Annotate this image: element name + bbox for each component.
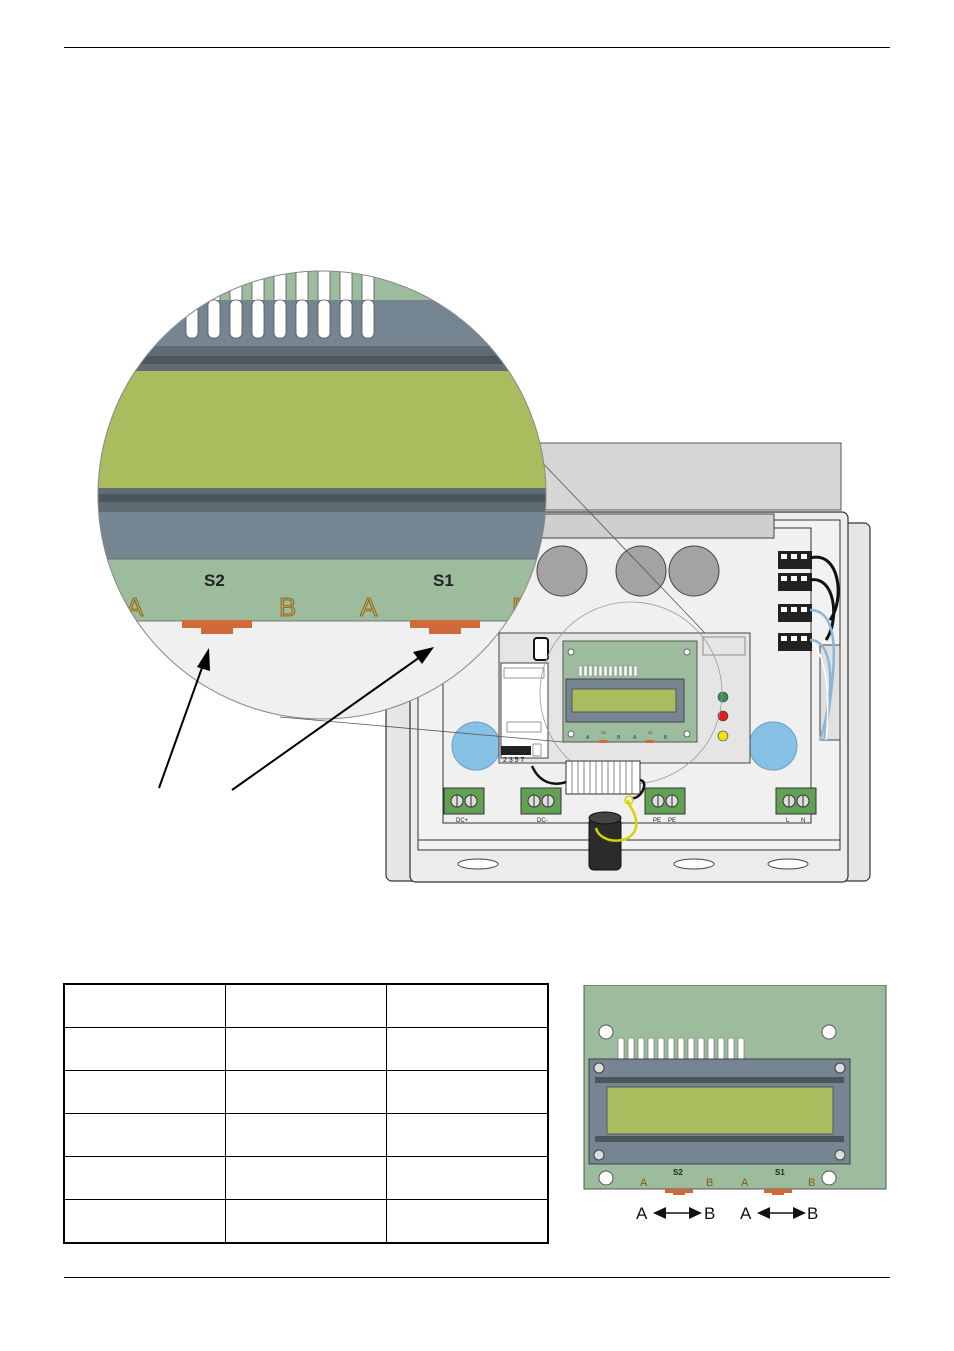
arrow-label-b1: B — [704, 1204, 715, 1223]
mini-s1: S1 — [648, 730, 654, 735]
knockout-left — [451, 721, 501, 771]
detail-s2: S2 — [673, 1168, 683, 1177]
terminal-l-n — [775, 787, 817, 815]
detail-switch-s1 — [764, 1189, 792, 1193]
ferrite-core — [588, 817, 622, 871]
zoom-pos-b1: B — [279, 592, 296, 622]
mini-switch-s1 — [646, 740, 654, 743]
zoom-switch-s1 — [410, 620, 480, 628]
double-arrow-s2 — [653, 1207, 702, 1219]
lcd-board-detail: S2 S1 A B A B A B A B — [583, 985, 887, 1223]
label-pe-1: PE — [653, 818, 661, 824]
arrow-label-a1: A — [636, 1204, 648, 1223]
mini-switch-s2 — [599, 740, 607, 743]
led-red — [717, 710, 729, 722]
mini-b2: B — [664, 735, 668, 741]
dip-switch-label: 2 3 5 7 — [503, 757, 525, 764]
lcd-pins — [578, 665, 638, 677]
led-yellow — [717, 730, 729, 742]
label-pe-2: PE — [668, 818, 676, 824]
pointer-arrow-s1 — [231, 647, 434, 791]
zoom-label-s2: S2 — [204, 571, 225, 590]
zoom-pos-a2: A — [360, 592, 378, 622]
label-dc-plus: DC+ — [456, 818, 469, 824]
knockout-right — [748, 721, 798, 771]
arrow-label-a2: A — [740, 1204, 752, 1223]
led-green — [717, 691, 729, 703]
table-row — [63, 1113, 549, 1157]
zoom-switch-s2 — [182, 620, 252, 628]
mini-a1: A — [586, 735, 590, 741]
zoom-label-s1: S1 — [433, 571, 454, 590]
mini-b1: B — [617, 735, 621, 741]
header-rule — [64, 47, 890, 48]
table-row — [63, 1070, 549, 1114]
lcd-screen-small — [571, 688, 677, 713]
terminal-dc-minus — [520, 787, 562, 815]
chip — [533, 637, 549, 661]
dip-switch — [501, 746, 531, 755]
label-dc-minus: DC- — [537, 818, 548, 824]
footer-rule — [64, 1277, 890, 1278]
zoom-border — [97, 270, 547, 720]
table-row — [63, 1199, 549, 1244]
mounting-slot — [457, 858, 499, 870]
ground-wire — [631, 778, 646, 800]
enclosure-lid — [539, 442, 842, 511]
cable-gland — [536, 545, 588, 597]
label-l: L — [786, 818, 790, 824]
cable-gland — [668, 545, 720, 597]
mini-a2: A — [633, 735, 637, 741]
label-n: N — [801, 818, 805, 824]
detail-switch-s2 — [665, 1189, 693, 1193]
sub-pcb — [500, 662, 549, 759]
double-arrow-s1 — [757, 1207, 806, 1219]
detail-b2: B — [808, 1177, 815, 1189]
wire — [809, 578, 836, 641]
mounting-slot — [767, 858, 809, 870]
detail-b1: B — [706, 1177, 713, 1189]
table-row — [63, 1027, 549, 1071]
mini-s2: S2 — [601, 730, 607, 735]
earth-wire — [594, 799, 638, 842]
switch-settings-table — [63, 983, 549, 1244]
pin-header — [503, 636, 746, 733]
top-rail — [539, 513, 775, 539]
arrow-label-b2: B — [807, 1204, 818, 1223]
table-row — [63, 983, 549, 1028]
table-row — [63, 1156, 549, 1200]
terminal-dc-plus — [443, 787, 485, 815]
detail-a2: A — [741, 1177, 749, 1189]
detail-s1: S1 — [775, 1168, 785, 1177]
cable-gland — [615, 545, 667, 597]
pointer-arrow-s2 — [158, 648, 210, 789]
ribbon-cable — [565, 760, 641, 795]
terminal-pe — [644, 787, 686, 815]
mounting-slot — [673, 858, 715, 870]
detail-lcd-screen — [606, 1086, 834, 1135]
detail-a1: A — [640, 1177, 648, 1189]
ground-wire — [530, 765, 567, 785]
wire — [809, 638, 832, 741]
enclosure-diagram: 2 3 5 7 A S2 B A S1 B — [97, 270, 871, 883]
wire — [811, 641, 829, 741]
